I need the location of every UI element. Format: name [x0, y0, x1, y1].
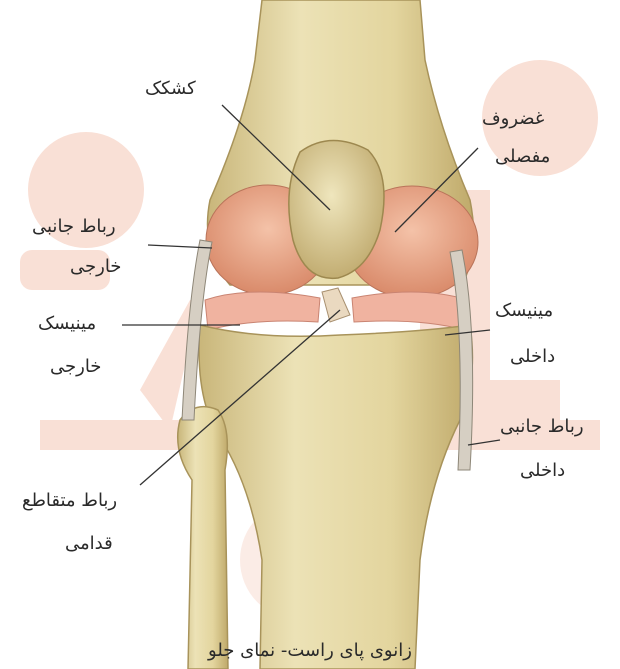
label-mcl-line1: رباط جانبی: [500, 418, 584, 436]
label-lateral-meniscus-line2: خارجی: [50, 358, 101, 376]
label-acl-line1: رباط متقاطع: [22, 492, 117, 510]
label-mcl-line2: داخلی: [520, 462, 565, 480]
label-medial-meniscus-line2: داخلی: [510, 348, 555, 366]
lateral-meniscus: [205, 292, 320, 330]
medial-meniscus: [352, 292, 468, 330]
label-lcl-line2: خارجی: [70, 258, 121, 276]
label-lcl-line1: رباط جانبی: [32, 218, 116, 236]
acl-ligament: [322, 288, 350, 322]
tibia-bone: [199, 325, 472, 669]
label-lateral-meniscus-line1: مینیسک: [38, 315, 96, 333]
label-acl-line2: قدامی: [65, 535, 113, 553]
label-medial-meniscus-line1: مینیسک: [495, 302, 553, 320]
label-patella: کشکک: [145, 80, 196, 98]
diagram-caption: زانوی پای راست- نمای جلو: [0, 640, 620, 661]
label-cartilage-line1: غضروف: [482, 110, 544, 128]
label-cartilage-line2: مفصلی: [495, 148, 550, 166]
